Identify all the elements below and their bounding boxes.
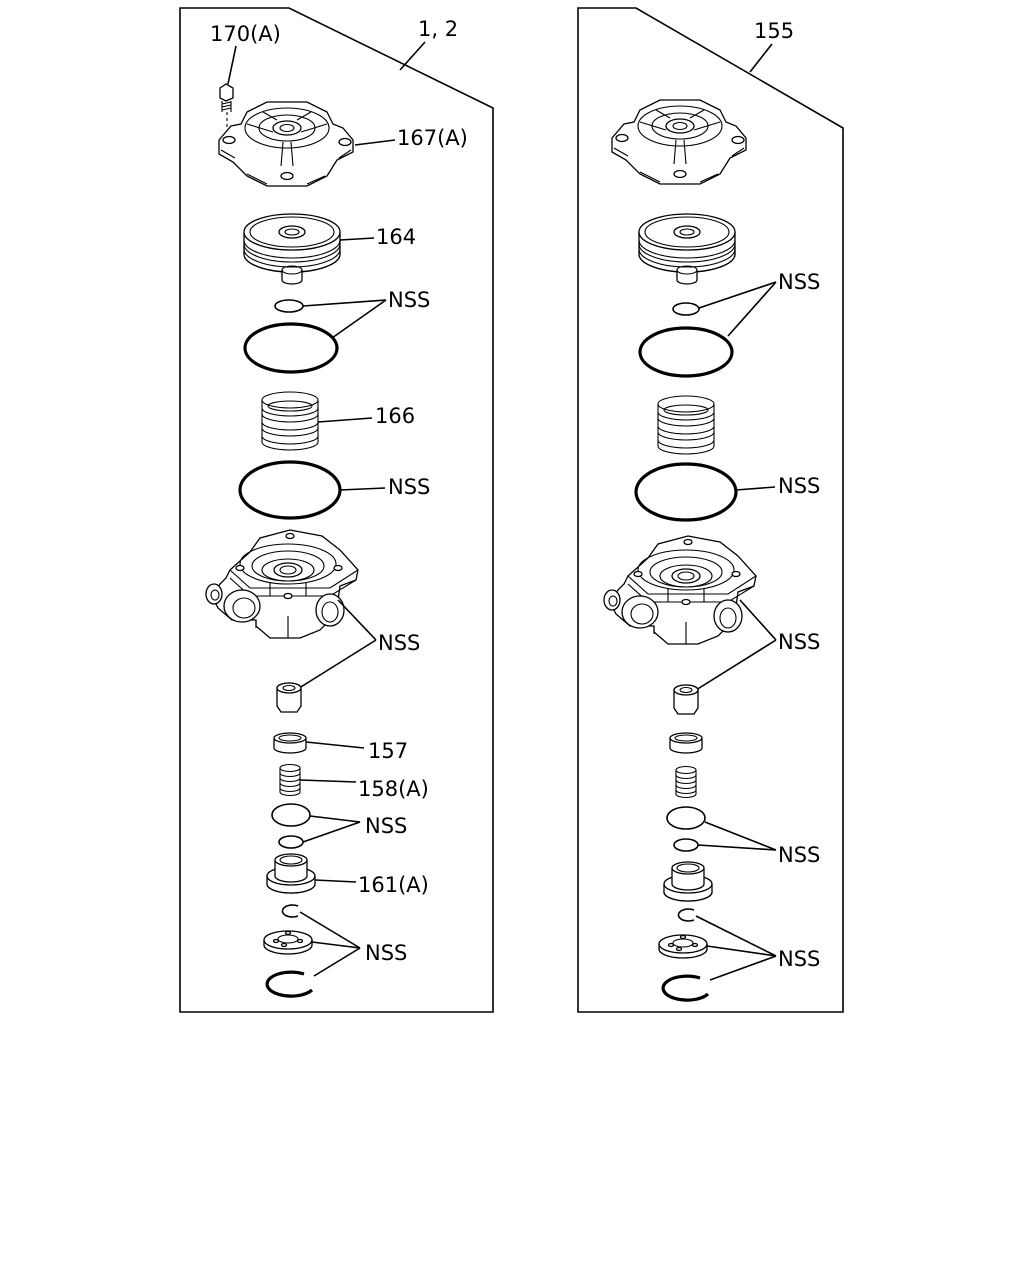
label-nss-small-orings: NSS [365, 814, 407, 838]
large-ring [238, 460, 342, 520]
label-nss-large-ring: NSS [388, 475, 430, 499]
piston-part [243, 213, 341, 285]
disc-part [263, 930, 313, 955]
leader-piston [339, 237, 375, 241]
leader-spring [317, 417, 373, 423]
kit-label: 155 [754, 19, 794, 43]
kit-leader [749, 43, 773, 73]
label-valve: 161(A) [358, 873, 429, 897]
large-ring [634, 462, 738, 522]
cover-part [218, 101, 354, 187]
piston-part [638, 213, 736, 285]
leader-nss-large-ring [339, 487, 386, 491]
panel-kit-1-2: 1, 2 170(A) 167(A) 164 NSS 166 NSS [179, 7, 494, 1013]
spring-part [261, 391, 319, 451]
seat-part [273, 732, 307, 754]
leader-seat [305, 741, 365, 749]
label-nss-large-ring: NSS [778, 474, 820, 498]
valve-part [663, 861, 713, 902]
label-nss-body: NSS [378, 631, 420, 655]
small-o-ring [274, 299, 304, 313]
plug-part [673, 684, 699, 715]
mid-o-ring [666, 806, 706, 830]
label-nss-bottom: NSS [365, 941, 407, 965]
panel-1-frame [179, 7, 494, 1013]
cover-part [611, 99, 747, 185]
mid-o-ring [271, 803, 311, 827]
leader-nss-orings [698, 281, 777, 337]
small-spring-part [675, 765, 697, 799]
valve-part [266, 853, 316, 894]
plug-part [276, 682, 302, 713]
leader-nss-body [695, 599, 777, 691]
leader-nss-body [295, 599, 377, 691]
label-nss-body: NSS [778, 630, 820, 654]
disc-part [658, 934, 708, 959]
label-nss-bottom: NSS [778, 947, 820, 971]
leader-nss-small-orings [697, 821, 777, 851]
retaining-ring [661, 974, 710, 1002]
small-circlip [281, 904, 299, 918]
label-piston: 164 [376, 225, 416, 249]
label-nss-orings: NSS [778, 270, 820, 294]
label-nss-orings: NSS [388, 288, 430, 312]
kit-label: 1, 2 [418, 17, 458, 41]
valve-body-part [603, 535, 757, 645]
leader-nss-bottom [299, 911, 361, 977]
leader-nss-orings [302, 299, 387, 339]
panel-2-frame [577, 7, 844, 1013]
tiny-o-ring [278, 835, 304, 849]
leader-small-spring [299, 779, 357, 783]
small-spring-part [279, 763, 301, 797]
leader-nss-large-ring [735, 486, 776, 491]
leader-screw [227, 45, 237, 85]
screw-part [219, 83, 234, 138]
label-nss-small-orings: NSS [778, 843, 820, 867]
label-small-spring: 158(A) [358, 777, 429, 801]
small-circlip [677, 908, 695, 922]
seat-part [669, 732, 703, 754]
tiny-o-ring [673, 838, 699, 852]
large-o-ring [638, 326, 734, 378]
panel-kit-155: 155 NSS NSS NSS NSS NSS [577, 7, 844, 1013]
spring-part [657, 395, 715, 455]
retaining-ring [265, 970, 314, 998]
label-seat: 157 [368, 739, 408, 763]
leader-cover [354, 139, 396, 146]
valve-body-part [205, 529, 359, 639]
label-spring: 166 [375, 404, 415, 428]
label-screw: 170(A) [210, 22, 281, 46]
label-cover: 167(A) [397, 126, 468, 150]
leader-nss-small-orings [302, 815, 361, 843]
leader-nss-bottom [695, 915, 777, 981]
kit-leader [399, 41, 426, 71]
leader-valve [314, 879, 357, 883]
large-o-ring [243, 322, 339, 374]
small-o-ring [672, 302, 700, 316]
